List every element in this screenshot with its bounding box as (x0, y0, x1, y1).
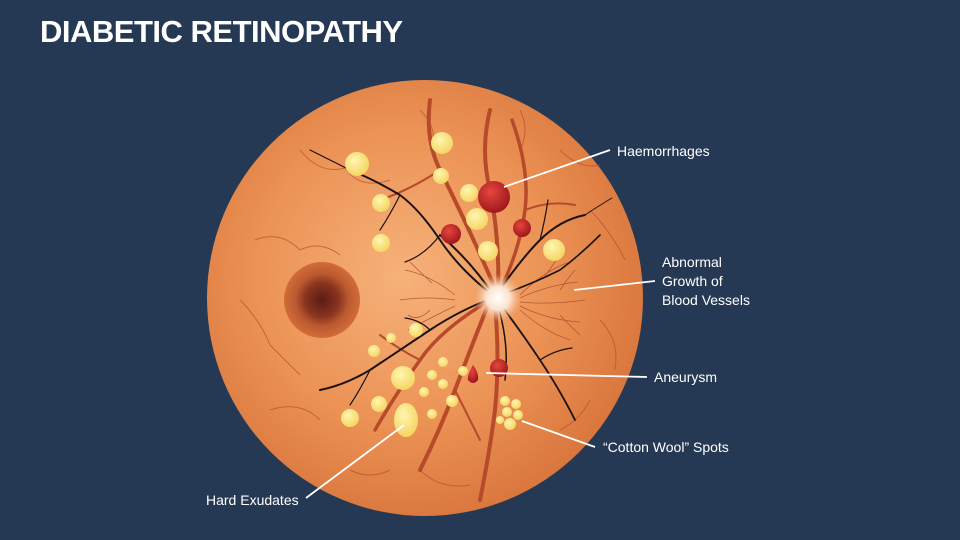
label-hard-exudates: Hard Exudates (206, 492, 299, 508)
label-abnormal-growth: Abnormal Growth of Blood Vessels (662, 253, 750, 310)
cotton-wool-spots (496, 396, 523, 430)
label-cotton-wool-spots: “Cotton Wool” Spots (603, 439, 729, 455)
macula (284, 262, 360, 338)
label-haemorrhages: Haemorrhages (617, 143, 710, 159)
optic-disc (474, 274, 522, 322)
hard-exudates (341, 132, 565, 437)
page-title: DIABETIC RETINOPATHY (40, 14, 403, 49)
label-abnormal-growth-line-3: Blood Vessels (662, 292, 750, 308)
label-abnormal-growth-line-1: Abnormal (662, 254, 722, 270)
haemorrhages (441, 181, 531, 244)
abnormal-vessel-growth (399, 251, 586, 341)
label-aneurysm: Aneurysm (654, 369, 718, 385)
leader-lines (305, 149, 656, 499)
label-abnormal-growth-line-2: Growth of (662, 273, 723, 289)
